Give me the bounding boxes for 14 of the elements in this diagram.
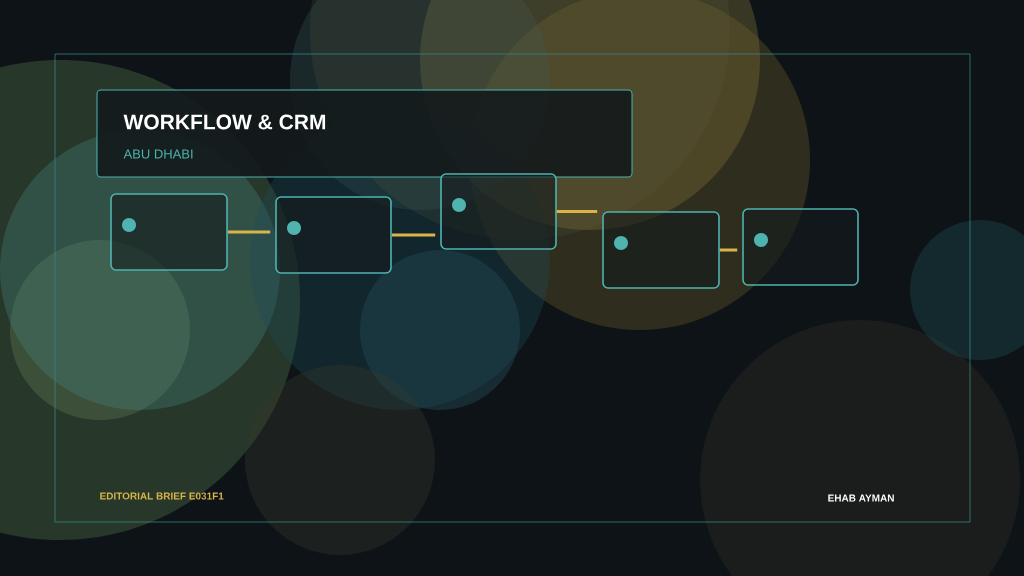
step-box <box>275 196 392 274</box>
subtitle-text: ABU DHABI <box>123 149 193 159</box>
connector-line <box>719 248 738 252</box>
step-box <box>440 173 557 250</box>
step-box <box>742 208 859 286</box>
step-box <box>110 193 228 271</box>
step-box <box>602 211 720 289</box>
title-text: WORKFLOW & CRM <box>123 114 326 130</box>
connector-line <box>227 230 271 234</box>
footer-label: EDITORIAL BRIEF E031F1 <box>100 492 224 500</box>
title-card <box>96 89 633 178</box>
connector-line <box>556 210 598 213</box>
connector-line <box>391 233 436 237</box>
author-name: EHAB AYMAN <box>828 494 894 502</box>
